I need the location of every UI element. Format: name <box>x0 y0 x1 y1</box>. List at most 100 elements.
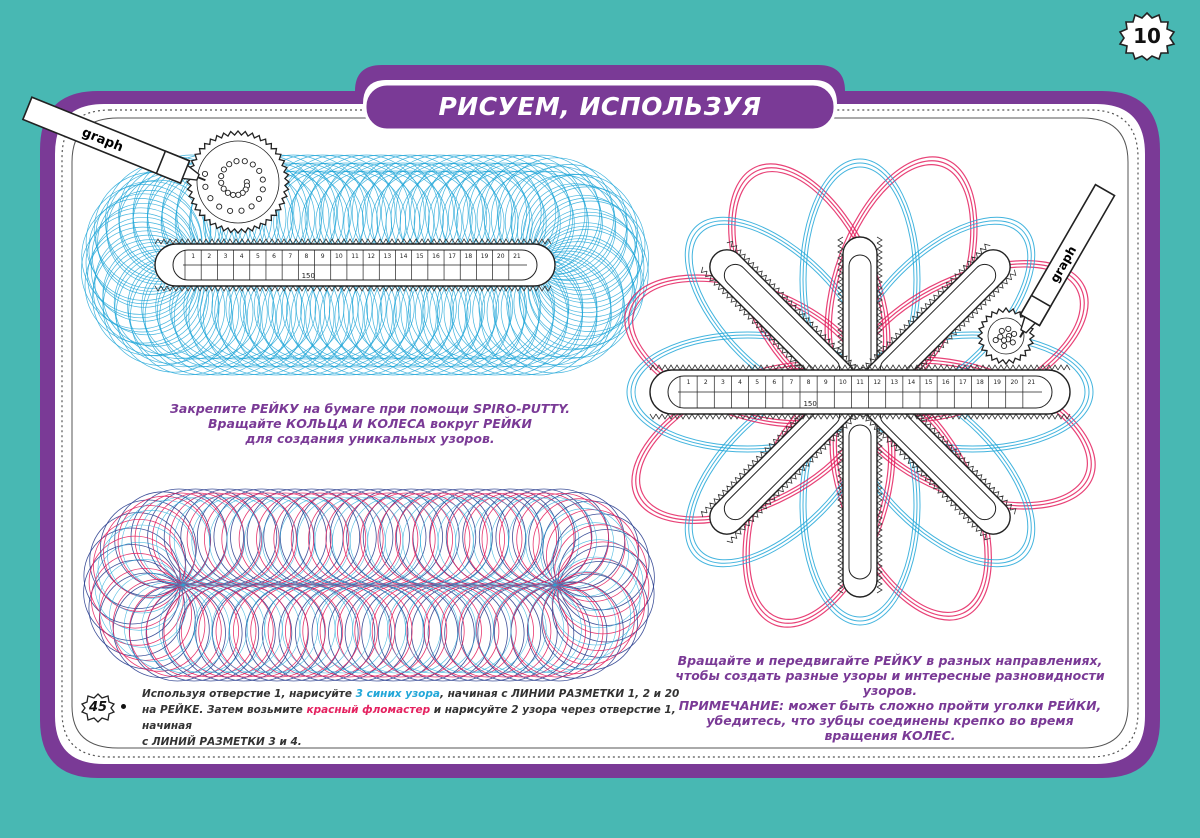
navy-loop <box>526 581 624 679</box>
rack-tick-label: 14 <box>400 253 408 260</box>
blue-loop <box>121 500 211 589</box>
blue-loop <box>387 584 477 674</box>
gear-hole <box>248 203 255 210</box>
caption-right-line3: ПРИМЕЧАНИЕ: может быть сложно пройти уго… <box>678 698 1102 713</box>
gear-hole <box>992 337 999 344</box>
gear-hole <box>235 191 242 198</box>
caption-top-line2: Вращайте КОЛЬЦА И КОЛЕСА вокруг РЕЙКИ <box>208 416 532 431</box>
blue-loop <box>107 509 196 599</box>
rack-center-label: 150 <box>302 272 315 280</box>
gear-teeth <box>185 129 291 235</box>
caption-right-line5: вращения КОЛЕС. <box>824 728 956 743</box>
rack-tick-label: 19 <box>993 379 1001 386</box>
gear-wheel-large <box>185 129 291 235</box>
step-number: 45 <box>88 700 108 715</box>
step-bullet <box>121 704 126 709</box>
blue-loop <box>551 556 641 646</box>
gear-hole <box>227 207 234 214</box>
blue-loop <box>504 166 616 278</box>
caption-top-line1: Закрепите РЕЙКУ на бумаге при помощи SPI… <box>170 401 570 416</box>
rack-tick-label: 15 <box>925 379 933 386</box>
rack-tick-label: 3 <box>721 379 725 386</box>
gear-hole <box>998 327 1005 334</box>
rack-tick-label: 16 <box>432 253 440 260</box>
red-loop <box>92 519 186 612</box>
step-highlight-blue: 3 синих узора <box>355 688 440 700</box>
gear-hole <box>1011 330 1018 337</box>
rack-tick-label: 7 <box>790 379 794 386</box>
rack-tick-label: 18 <box>976 379 984 386</box>
gear-hole <box>1005 325 1012 332</box>
caption-top-line3: для создания уникальных узоров. <box>245 431 495 446</box>
blue-loop <box>352 584 442 674</box>
red-loop <box>99 568 193 661</box>
red-loop <box>215 584 309 678</box>
red-loop <box>554 524 648 618</box>
rack-tick-label: 20 <box>1010 379 1018 386</box>
rack-tick-label: 13 <box>384 253 392 260</box>
blue-loop <box>141 584 230 674</box>
caption-right-line2: чтобы создать разные узоры и интересные … <box>675 668 1105 698</box>
step-text-4: и нарисуйте 2 узора через отверстие 1, н… <box>142 704 676 732</box>
navy-loop <box>163 488 261 586</box>
step-instructions: Используя отверстие 1, нарисуйте 3 синих… <box>142 686 682 750</box>
blue-loop <box>550 522 640 612</box>
red-loop <box>90 552 184 646</box>
rack-center-label: 150 <box>803 400 816 408</box>
rack-tick-label: 21 <box>1028 379 1036 386</box>
red-loop <box>198 584 292 678</box>
red-loop <box>371 584 465 678</box>
gear-hole <box>220 166 227 173</box>
page-number: 10 <box>1133 24 1161 48</box>
gear-hole <box>997 333 1004 340</box>
step-badge-shape <box>80 693 116 723</box>
rack-tick-label: 11 <box>856 379 864 386</box>
navy-loop <box>558 529 655 626</box>
navy-loop <box>477 584 575 682</box>
gear-hole <box>256 167 263 174</box>
step-line3: с ЛИНИЙ РАЗМЕТКИ 3 и 4. <box>142 734 682 750</box>
rack-tick-label: 12 <box>367 253 375 260</box>
red-blue-oval-pattern <box>83 488 655 682</box>
red-loop <box>267 584 361 678</box>
rack-tick-label: 14 <box>908 379 916 386</box>
gear-hole <box>207 195 214 202</box>
blue-loop <box>513 248 625 359</box>
blue-loop <box>296 496 386 586</box>
step-line2: на РЕЙКЕ. Затем возьмите красный фломаст… <box>142 702 682 734</box>
gear-hole <box>255 195 263 202</box>
blue-loop <box>158 584 248 674</box>
blue-loop <box>94 541 184 631</box>
rack-tick-label: 12 <box>873 379 881 386</box>
navy-loop <box>99 499 197 597</box>
gear-hole <box>238 207 245 214</box>
badge-shape <box>1118 11 1176 62</box>
gear-hole <box>1001 342 1008 350</box>
gear-hole <box>259 176 266 183</box>
rack-tick-label: 7 <box>288 253 292 260</box>
rack-tick-label: 10 <box>335 253 343 260</box>
blue-loop <box>261 496 351 586</box>
rack-tick-label: 5 <box>755 379 759 386</box>
gear-hole <box>220 185 227 192</box>
blue-loop <box>106 179 212 285</box>
rack-tick-label: 8 <box>305 253 309 260</box>
rack-tick-label: 1 <box>687 379 691 386</box>
blue-loop <box>97 524 187 614</box>
blue-loop <box>497 157 615 275</box>
rack-tick-label: 2 <box>207 253 211 260</box>
rack-tick-label: 9 <box>321 253 325 260</box>
red-loop <box>546 509 639 602</box>
pen-left: graph <box>21 96 206 185</box>
gear-hole <box>233 158 240 165</box>
red-loop <box>389 584 482 678</box>
navy-loop <box>83 544 181 641</box>
blue-loop <box>518 245 624 351</box>
rack-tick-label: 6 <box>272 253 276 260</box>
rack-tick-label: 6 <box>772 379 776 386</box>
rack-tick-label: 8 <box>807 379 811 386</box>
